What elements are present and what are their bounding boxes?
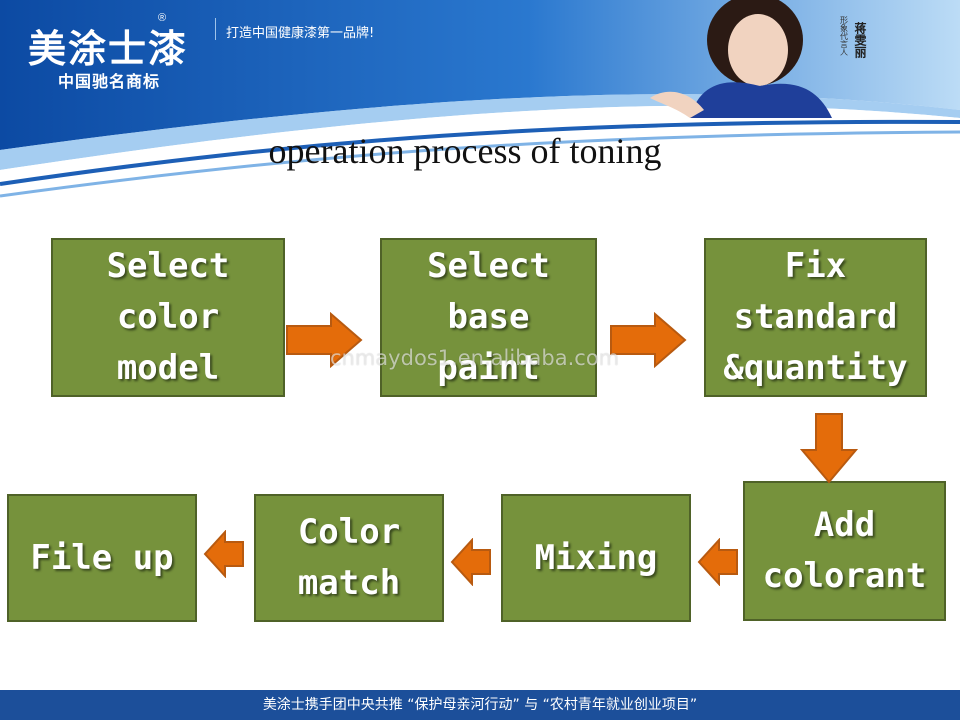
- endorsement-role: 形象代言人: [840, 16, 849, 56]
- step-select-base-paint: Select base paint: [380, 238, 597, 397]
- step-add-colorant: Add colorant: [743, 481, 946, 621]
- step-select-color-model: Select color model: [51, 238, 285, 397]
- step-mixing: Mixing: [501, 494, 691, 622]
- arrow-left-3: [203, 530, 244, 578]
- step-color-match: Color match: [254, 494, 444, 622]
- brand-subtitle: 中国驰名商标: [58, 72, 161, 91]
- brand-logo: 美涂士漆: [28, 27, 189, 71]
- arrow-right-1: [286, 312, 363, 368]
- step-fix-standard-quantity: Fix standard &quantity: [704, 238, 927, 397]
- header-banner: [0, 0, 960, 200]
- endorsement-name: 蒋雯丽: [853, 21, 867, 59]
- footer-bar: 美涂士携手团中央共推 “保护母亲河行动” 与 “农村青年就业创业项目”: [0, 690, 960, 720]
- arrow-left-1: [697, 538, 738, 586]
- watermark: cnmaydos1.en.alibaba.com: [330, 346, 620, 370]
- arrow-down: [800, 413, 858, 484]
- endorsement-seal: 形象代言人 蒋雯丽: [840, 16, 868, 59]
- header-separator: [215, 18, 216, 40]
- arrow-right-2: [610, 312, 687, 368]
- registered-mark: ®: [158, 12, 167, 24]
- slogan: 打造中国健康漆第一品牌!: [226, 26, 375, 41]
- step-file-up: File up: [7, 494, 197, 622]
- arrow-left-2: [450, 538, 491, 586]
- diagram-title: operation process of toning: [268, 131, 662, 171]
- spokesperson-image: [650, 0, 832, 118]
